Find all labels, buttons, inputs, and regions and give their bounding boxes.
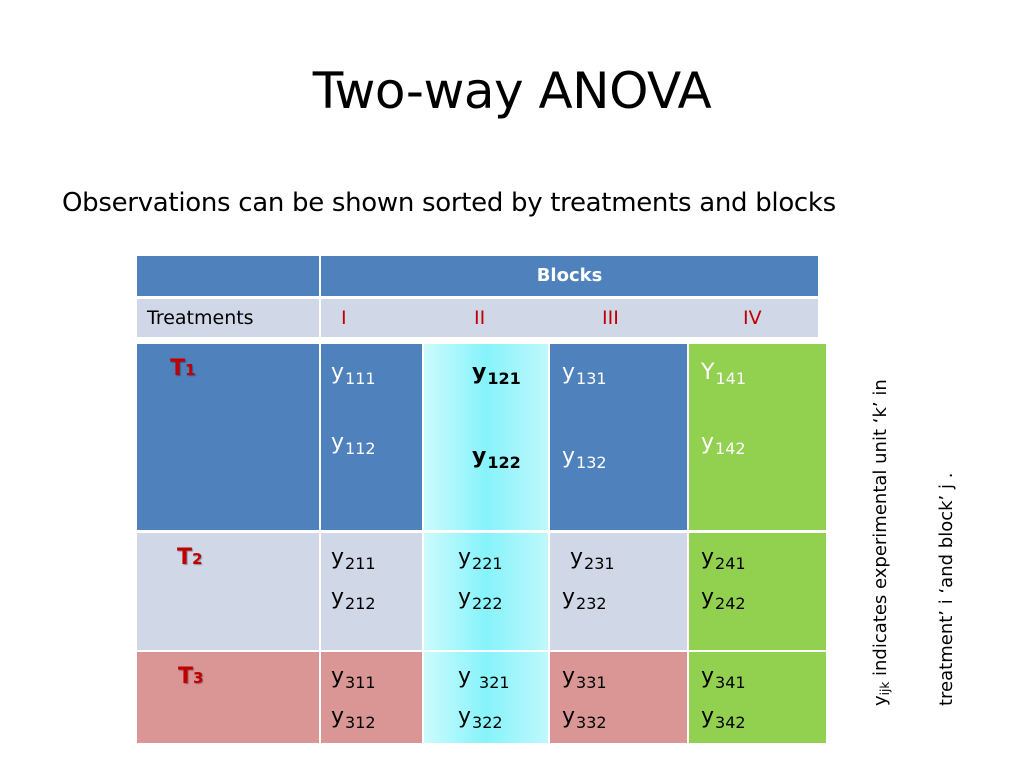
observation-y331: y331 bbox=[562, 664, 607, 692]
obs-cell-1-3: y131 y132 bbox=[550, 344, 687, 530]
observation-y232: y232 bbox=[562, 585, 607, 613]
notation-note-line1: yijk indicates experimental unit ‘k’ in bbox=[870, 379, 892, 706]
treatments-header: Treatments bbox=[137, 299, 319, 337]
obs-cell-1-2: y121 y122 bbox=[424, 344, 548, 530]
table-header-row-blocks: Blocks bbox=[137, 256, 818, 296]
observation-y231: y231 bbox=[570, 545, 615, 573]
observation-y221: y221 bbox=[458, 545, 503, 573]
observation-y321: y 321 bbox=[458, 664, 510, 692]
block-label-4: IV bbox=[743, 307, 762, 329]
obs-cell-3-1: y311 y312 bbox=[321, 652, 422, 743]
obs-cell-1-4: Y141 y142 bbox=[689, 344, 826, 530]
obs-cell-3-4: y341 y342 bbox=[689, 652, 826, 743]
treatment-cell-1: T1 bbox=[137, 344, 319, 530]
header-corner-cell bbox=[137, 256, 319, 296]
observation-y132: y132 bbox=[562, 444, 607, 472]
block-label-2: II bbox=[474, 307, 486, 329]
observation-y131: y131 bbox=[562, 360, 607, 388]
block-labels-cell: I II III IV bbox=[321, 299, 818, 337]
block-label-1: I bbox=[341, 307, 347, 329]
observation-y212: y212 bbox=[331, 585, 376, 613]
observation-y141: Y141 bbox=[701, 360, 746, 388]
obs-cell-3-2: y 321 y322 bbox=[424, 652, 548, 743]
observation-y332: y332 bbox=[562, 704, 607, 732]
treatment-cell-3: T3 bbox=[137, 652, 319, 743]
treatment-cell-2: T2 bbox=[137, 533, 319, 650]
observation-y111: y111 bbox=[331, 360, 376, 388]
table-header-row-treatments: Treatments I II III IV bbox=[137, 299, 818, 337]
observation-y222: y222 bbox=[458, 585, 503, 613]
obs-cell-2-1: y211 y212 bbox=[321, 533, 422, 650]
observation-y341: y341 bbox=[701, 664, 746, 692]
obs-cell-1-1: y111 y112 bbox=[321, 344, 422, 530]
observation-y342: y342 bbox=[701, 704, 746, 732]
observation-y142: y142 bbox=[701, 430, 746, 458]
blocks-header: Blocks bbox=[321, 256, 818, 296]
obs-cell-2-4: y241 y242 bbox=[689, 533, 826, 650]
observation-y121: y121 bbox=[472, 360, 521, 388]
treatment-label-3: T3 bbox=[178, 664, 204, 689]
observation-y312: y312 bbox=[331, 704, 376, 732]
observation-y241: y241 bbox=[701, 545, 746, 573]
block-label-3: III bbox=[602, 307, 619, 329]
treatment-label-1: T1 bbox=[170, 356, 196, 381]
treatment-label-2: T2 bbox=[177, 545, 203, 570]
observation-y311: y311 bbox=[331, 664, 376, 692]
slide-subtitle: Observations can be shown sorted by trea… bbox=[62, 188, 836, 218]
observation-y122: y122 bbox=[472, 444, 521, 472]
observation-y242: y242 bbox=[701, 585, 746, 613]
observation-y322: y322 bbox=[458, 704, 503, 732]
obs-cell-3-3: y331 y332 bbox=[550, 652, 687, 743]
obs-cell-2-2: y221 y222 bbox=[424, 533, 548, 650]
obs-cell-2-3: y231 y232 bbox=[550, 533, 687, 650]
notation-note-line2: treatment’ i ‘and block’ j . bbox=[936, 472, 957, 706]
slide-title: Two-way ANOVA bbox=[312, 62, 712, 120]
observation-y211: y211 bbox=[331, 545, 376, 573]
observation-y112: y112 bbox=[331, 430, 376, 458]
